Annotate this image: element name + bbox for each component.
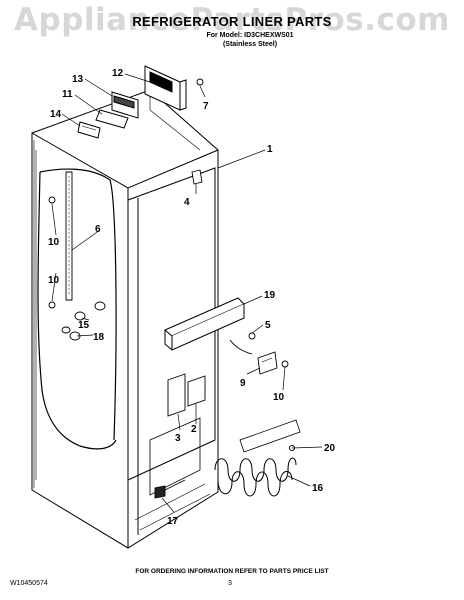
callout-20: 20 — [324, 443, 336, 454]
callout-10-middle: 10 — [48, 275, 60, 286]
callout-9: 9 — [240, 378, 246, 389]
callout-7: 7 — [203, 101, 209, 112]
heater-coil — [214, 419, 301, 497]
wire-connector — [154, 479, 186, 499]
page-title: REFRIGERATOR LINER PARTS — [132, 14, 332, 29]
callout-15: 15 — [78, 320, 90, 331]
model-subtitle: For Model: ID3CHEXWS01 (Stainless Steel) — [150, 31, 350, 49]
callout-5: 5 — [265, 320, 271, 331]
callout-14: 14 — [50, 109, 62, 120]
callout-13: 13 — [72, 74, 84, 85]
callout-3: 3 — [175, 433, 181, 444]
callout-11: 11 — [62, 89, 73, 100]
ordering-note: FOR ORDERING INFORMATION REFER TO PARTS … — [135, 568, 329, 575]
callout-1: 1 — [267, 144, 273, 155]
document-code: W10450574 — [10, 580, 48, 587]
callout-labels: 1 12 13 7 11 14 4 6 10 10 15 18 19 5 9 1… — [48, 68, 336, 527]
watermark: AppliancePartsPros.com — [14, 2, 450, 38]
model-line: For Model: ID3CHEXWS01 — [206, 32, 294, 39]
leader-lines — [51, 73, 323, 513]
harness-module — [229, 332, 278, 375]
control-housing — [77, 65, 187, 139]
page-number: 3 — [228, 580, 232, 587]
callout-2: 2 — [191, 424, 197, 435]
finish-line: (Stainless Steel) — [222, 41, 278, 48]
brackets — [167, 373, 206, 417]
liner-body — [31, 89, 219, 549]
callout-6: 6 — [95, 224, 101, 235]
callout-17: 17 — [167, 516, 179, 527]
callout-12: 12 — [112, 68, 124, 79]
callout-19: 19 — [264, 290, 276, 301]
light-socket — [191, 169, 203, 185]
callout-10-upper: 10 — [48, 237, 60, 248]
callout-10-lower: 10 — [273, 392, 285, 403]
cover-bar — [164, 297, 245, 351]
shelf-rail — [65, 171, 73, 301]
callout-18: 18 — [93, 332, 105, 343]
callout-4: 4 — [184, 197, 190, 208]
callout-16: 16 — [312, 483, 324, 494]
